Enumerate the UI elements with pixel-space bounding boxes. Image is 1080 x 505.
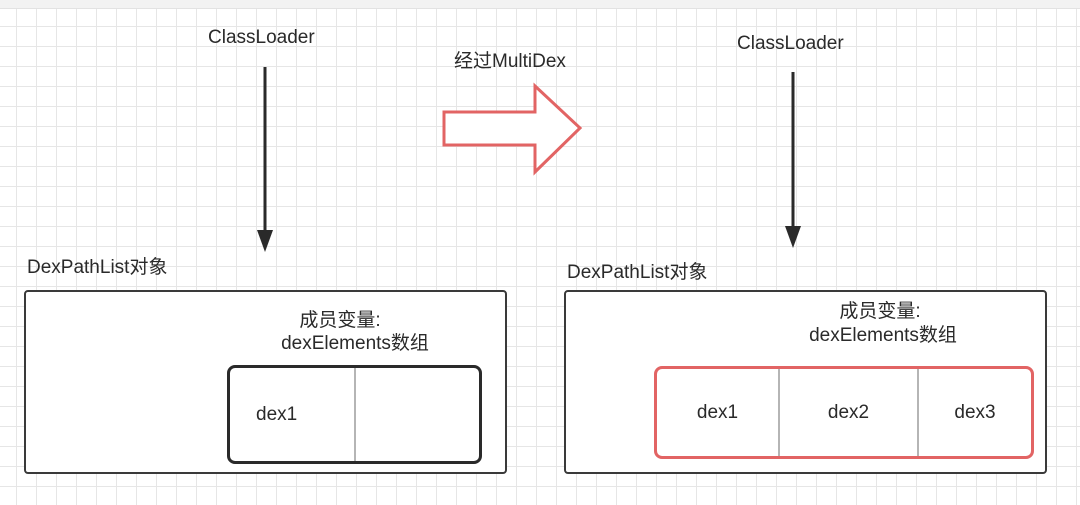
right-member-label-line2: dexElements数组 xyxy=(809,325,957,346)
left-dexpathlist-label: DexPathList对象 xyxy=(27,257,168,278)
left-member-label-line1: 成员变量: xyxy=(299,310,381,331)
right-cell-text: dex2 xyxy=(827,401,870,423)
left-cell-text: dex1 xyxy=(256,404,298,425)
right-dex-elements-array: dex1 dex2 dex3 xyxy=(654,366,1034,459)
left-dex-elements-array: dex1 xyxy=(227,365,482,464)
transition-arrow xyxy=(442,82,583,176)
right-classloader-label: ClassLoader xyxy=(737,33,844,54)
transition-label: 经过MultiDex xyxy=(454,51,566,72)
left-classloader-label: ClassLoader xyxy=(208,27,315,48)
left-array-cell: dex1 xyxy=(230,368,354,461)
right-cell-text: dex1 xyxy=(696,401,739,423)
right-dexpathlist-label: DexPathList对象 xyxy=(567,262,708,283)
right-cell-text: dex3 xyxy=(954,401,996,423)
left-member-label-line2: dexElements数组 xyxy=(281,333,429,354)
left-array-cell xyxy=(354,368,479,461)
right-member-label-line1: 成员变量: xyxy=(839,301,921,322)
right-down-arrow xyxy=(785,72,801,248)
right-array-cell: dex1 xyxy=(657,369,778,456)
left-down-arrow xyxy=(257,67,273,252)
right-array-cell: dex3 xyxy=(917,369,1031,456)
canvas-top-bar xyxy=(0,0,1080,9)
right-array-cell: dex2 xyxy=(778,369,917,456)
